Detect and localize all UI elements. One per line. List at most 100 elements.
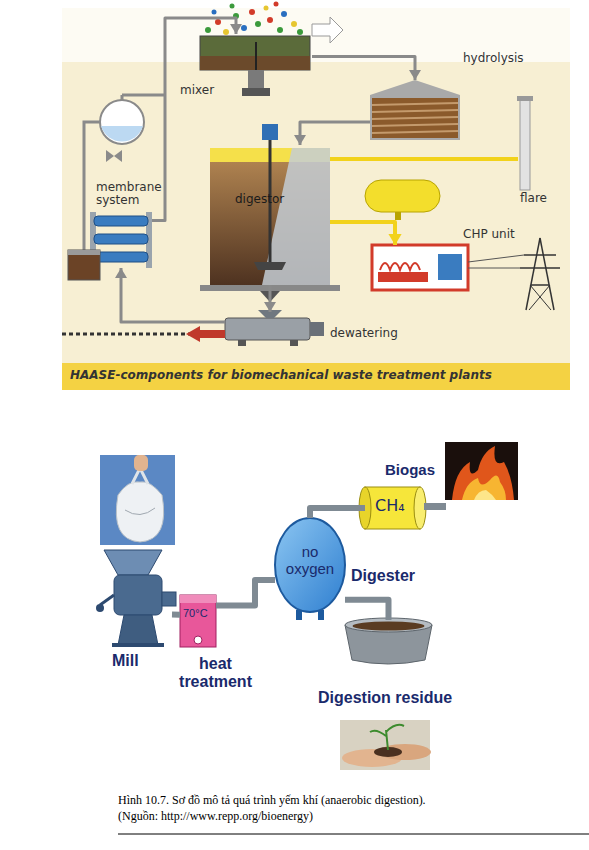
chp-engine [438, 254, 462, 280]
seedling-photo [340, 720, 431, 770]
waste-particles [249, 9, 255, 15]
dewatering-press [258, 310, 282, 318]
waste-particles [291, 21, 297, 27]
hydrolysis-tank [372, 110, 458, 112]
permeate-container [68, 250, 100, 280]
arrow-head [230, 24, 242, 34]
membrane-tubes [94, 252, 148, 262]
heat-treatment-unit [180, 595, 216, 647]
digester-vessel [275, 518, 345, 612]
dewatering-unit: dewatering [225, 312, 325, 342]
waste-particles [205, 27, 211, 33]
pipe-connector [312, 56, 421, 80]
mixer-tank [242, 88, 270, 96]
garbage-bag-photo [116, 482, 163, 542]
pipe-line [172, 612, 180, 618]
mill-unit: Mill [100, 550, 172, 645]
power-pylon [468, 255, 524, 262]
separator-flask [101, 126, 143, 141]
hydrolysis-tank [372, 131, 458, 133]
digestor-tank [254, 262, 286, 270]
pipe-line [269, 285, 272, 312]
title-band: HAASE-components for biomechanical waste… [62, 363, 570, 390]
solids-output-line [62, 326, 225, 342]
seedling-photo [340, 720, 430, 770]
power-pylon [531, 284, 549, 286]
component-label: hydrolysis [463, 52, 524, 65]
heat-treatment-unit [180, 595, 216, 647]
mill-grinder [112, 643, 164, 647]
biogas-holder [359, 487, 371, 529]
component-label: mixer [180, 84, 214, 97]
hydrolysis-tank [372, 98, 458, 138]
output-arrow [312, 17, 343, 43]
waste-particles [233, 13, 239, 19]
pipe-connector [152, 18, 242, 220]
pipe-line [345, 600, 389, 620]
biogas-holder: BiogasCH₄ [365, 483, 420, 533]
band-text: HAASE-components for biomechanical waste… [70, 369, 492, 382]
mill-grinder [118, 615, 158, 645]
residue-tub [345, 618, 432, 632]
mixer-tank [255, 42, 257, 70]
heat-treatment-unit: 70°Cheat treatment [180, 595, 216, 647]
digestor-tank [260, 291, 280, 302]
chp-engine [372, 245, 468, 290]
pipe-line [312, 56, 415, 80]
waste-particles [274, 2, 279, 7]
arrow-head [388, 234, 401, 245]
vessel-text: no oxygen [280, 544, 340, 578]
pipe-connector [345, 600, 389, 620]
flare-stack [517, 96, 533, 190]
separator-flask [114, 150, 122, 162]
gas-tank [365, 180, 440, 212]
power-pylon [529, 285, 550, 310]
pipe-line [300, 122, 370, 145]
waste-particles [223, 29, 229, 35]
pipe-line [310, 508, 365, 518]
gas-pipe [424, 503, 446, 510]
flare-stack [520, 100, 530, 190]
figure-caption: Hình 10.7. Sơ đồ mô tả quá trình yếm khí… [118, 793, 468, 824]
dewatering-press [238, 340, 246, 346]
component-label: Digester [351, 567, 415, 585]
pipe-line [152, 18, 236, 220]
separator-flask [106, 150, 114, 162]
component-label: dewatering [330, 327, 398, 340]
pipe-connector [115, 268, 225, 322]
pipe-line [330, 157, 518, 161]
mill-grinder [162, 592, 176, 606]
pipe-connector [330, 158, 518, 159]
heat-treatment-unit [194, 636, 202, 644]
pipe-connector [294, 122, 370, 145]
dewatering-press [290, 340, 298, 346]
waste-particles [215, 19, 221, 25]
garbage-bag-photo [100, 455, 175, 545]
waste-particles [264, 6, 269, 11]
mixer-tank [248, 70, 264, 88]
caption-rule [118, 834, 589, 835]
pipe-line [330, 222, 395, 245]
chp-engine [380, 263, 420, 270]
arrow-head [115, 268, 127, 278]
chp-unit: CHP unit [372, 245, 468, 290]
digestor-unit: digestor [210, 145, 330, 285]
dewatering-press [310, 322, 324, 336]
component-label: digestor [235, 193, 284, 206]
mill-grinder [96, 604, 104, 612]
flame-photo [474, 490, 496, 500]
pipe-connector [264, 285, 276, 312]
biogas-holder [359, 487, 426, 529]
pipe-line [216, 580, 275, 605]
panel-background [62, 8, 570, 390]
pipe-line [121, 268, 225, 322]
power-pylon [468, 238, 560, 310]
pipe-connector [172, 614, 180, 615]
hydrolysis-tank [372, 103, 458, 105]
waste-particles [281, 11, 287, 17]
separator-flask [122, 94, 165, 97]
seedling-photo [370, 725, 404, 750]
